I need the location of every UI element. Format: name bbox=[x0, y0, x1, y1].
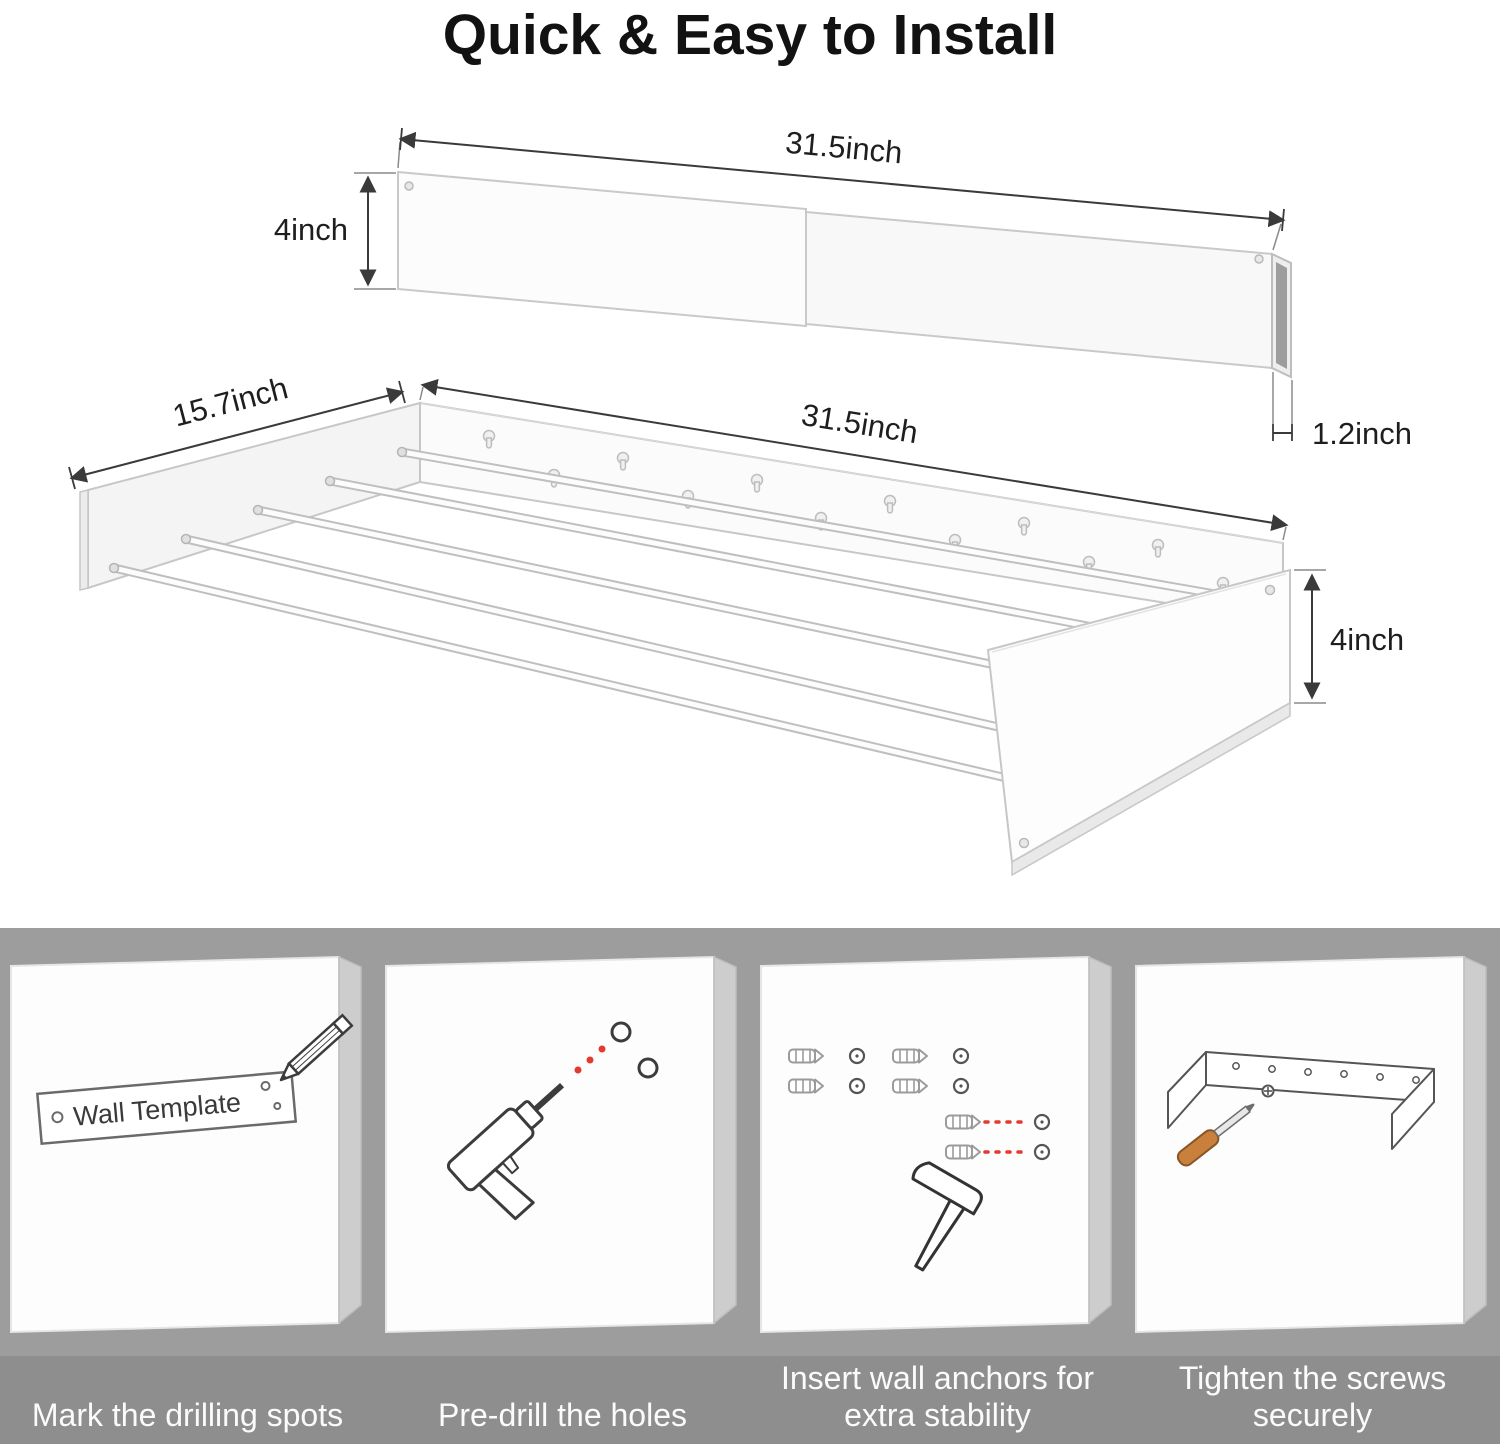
rack-outline bbox=[1166, 1051, 1435, 1150]
collapsed-height-dimension: 4inch bbox=[274, 172, 396, 290]
step3-caption: Insert wall anchors for extra stability bbox=[780, 1360, 1094, 1434]
screw-dot bbox=[1018, 837, 1030, 849]
install-step-4: Tighten the screws securely bbox=[1125, 928, 1500, 1444]
drying-rod bbox=[109, 563, 1105, 805]
step1-caption: Mark the drilling spots bbox=[31, 1397, 344, 1434]
wall-template-strip: Wall Template bbox=[35, 1070, 297, 1146]
install-step-1: Wall Template Mark the drilling s bbox=[0, 928, 375, 1444]
step2-panel bbox=[384, 955, 737, 1334]
drill-icon bbox=[446, 1021, 658, 1221]
wall-board bbox=[384, 955, 715, 1334]
extended-height-dimension: 4inch bbox=[1294, 569, 1404, 704]
wall-board-edge bbox=[1087, 955, 1112, 1325]
wall-board bbox=[1134, 955, 1465, 1334]
collapsed-width-label: 31.5inch bbox=[784, 125, 904, 171]
screw-dot bbox=[1264, 584, 1276, 596]
pencil-icon bbox=[279, 1013, 354, 1082]
screwdriver-icon bbox=[1176, 1103, 1255, 1167]
install-step-2: Pre-drill the holes bbox=[375, 928, 750, 1444]
wall-board-edge bbox=[1462, 955, 1487, 1325]
extended-depth-label: 15.7inch bbox=[169, 370, 291, 433]
drill-hole-icon bbox=[610, 1021, 631, 1043]
caption-strip bbox=[0, 1356, 1500, 1444]
collapsed-depth-dimension: 1.2inch bbox=[1272, 372, 1412, 451]
page-title: Quick & Easy to Install bbox=[442, 3, 1058, 67]
dimension-diagram: 31.5inch 4inch 1.2inch bbox=[68, 125, 1412, 877]
drill-hole-icon bbox=[637, 1057, 658, 1079]
screw-dot bbox=[404, 181, 414, 191]
extended-rack bbox=[79, 401, 1291, 877]
screw-icon bbox=[1261, 1084, 1274, 1098]
wall-anchor-icons bbox=[787, 1047, 1050, 1161]
collapsed-depth-label: 1.2inch bbox=[1312, 416, 1412, 451]
drill-dust-dots bbox=[574, 1045, 605, 1074]
installation-steps-section: Wall Template Mark the drilling s bbox=[0, 928, 1500, 1444]
step4-caption: Tighten the screws securely bbox=[1178, 1360, 1447, 1434]
right-side-arm bbox=[986, 568, 1291, 877]
collapsed-rack bbox=[397, 170, 1292, 379]
step1-panel: Wall Template bbox=[9, 955, 362, 1334]
install-step-3: Insert wall anchors for extra stability bbox=[750, 928, 1125, 1444]
wall-board bbox=[9, 955, 340, 1334]
collapsed-height-label: 4inch bbox=[274, 212, 348, 247]
extended-width-label: 31.5inch bbox=[799, 397, 920, 450]
wall-board-edge bbox=[712, 955, 737, 1325]
step2-caption: Pre-drill the holes bbox=[438, 1397, 687, 1434]
wall-board-edge bbox=[337, 955, 362, 1325]
step3-panel bbox=[759, 955, 1112, 1334]
hammer-icon bbox=[910, 1161, 983, 1272]
extended-height-label: 4inch bbox=[1330, 622, 1404, 657]
screw-dot bbox=[1254, 254, 1264, 264]
step4-panel bbox=[1134, 955, 1487, 1334]
